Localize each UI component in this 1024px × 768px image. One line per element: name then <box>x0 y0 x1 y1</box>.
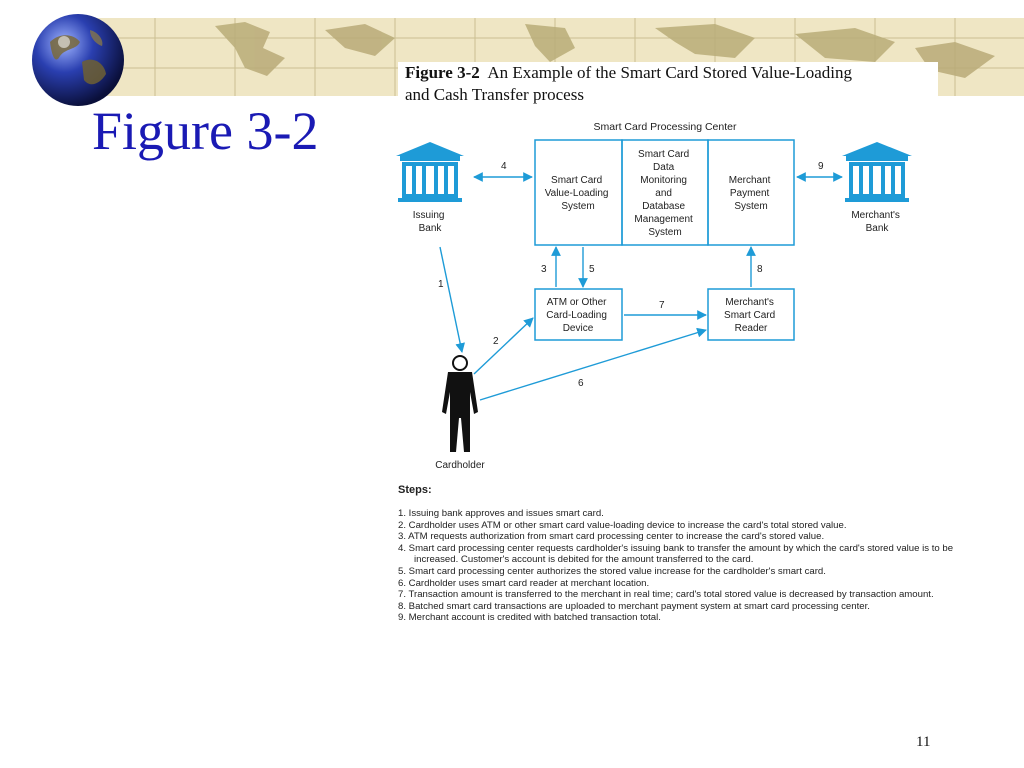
caption-line-2: and Cash Transfer process <box>405 85 584 104</box>
step-number-3: 3 <box>541 264 547 275</box>
merchant-payment-line-1: Merchant <box>729 175 771 186</box>
cardholder-icon <box>442 355 478 452</box>
merchant-reader-label: Merchant's Smart Card Reader <box>724 297 778 334</box>
issuing-bank-label: Issuing Bank <box>413 210 447 234</box>
reader-line-1: Merchant's <box>725 297 774 308</box>
merchants-bank-label: Merchant's Bank <box>851 210 902 234</box>
step-item: 5. Smart card processing center authoriz… <box>398 565 826 577</box>
value-loading-system-label: Smart Card Value-Loading System <box>545 175 612 212</box>
monitoring-line-7: System <box>648 227 681 238</box>
value-loading-line-1: Smart Card <box>551 175 602 186</box>
step-item: 3. ATM requests authorization from smart… <box>398 531 825 543</box>
steps-title: Steps: <box>398 484 432 496</box>
merchant-payment-line-3: System <box>734 201 767 212</box>
issuing-bank-line-2: Bank <box>419 223 443 234</box>
monitoring-line-2: Data <box>653 162 675 173</box>
monitoring-line-6: Management <box>634 214 693 225</box>
issuing-bank-icon <box>396 142 464 202</box>
merchant-payment-system-box <box>707 139 795 246</box>
atm-device-box <box>534 288 623 341</box>
step-number-8: 8 <box>757 264 763 275</box>
value-loading-line-3: System <box>561 201 594 212</box>
monitoring-system-label: Smart Card Data Monitoring and Database … <box>634 149 695 238</box>
step-number-6: 6 <box>578 378 584 389</box>
reader-line-3: Reader <box>735 323 768 334</box>
steps-list: Steps: 1. Issuing bank approves and issu… <box>398 484 958 624</box>
monitoring-line-5: Database <box>642 201 685 212</box>
figure-caption: Figure 3-2 An Example of the Smart Card … <box>398 62 938 116</box>
step-number-5: 5 <box>589 264 595 275</box>
step-item: 6. Cardholder uses smart card reader at … <box>398 577 650 589</box>
step-item: 9. Merchant account is credited with bat… <box>398 612 661 624</box>
reader-line-2: Smart Card <box>724 310 775 321</box>
atm-device-label: ATM or Other Card-Loading Device <box>546 297 609 334</box>
caption-line-1: Figure 3-2 An Example of the Smart Card … <box>398 62 938 84</box>
step-number-2: 2 <box>493 336 499 347</box>
globe-icon <box>30 12 126 108</box>
arrow-step-6 <box>479 327 707 401</box>
center-label: Smart Card Processing Center <box>594 121 737 133</box>
cardholder-label: Cardholder <box>435 460 485 471</box>
step-item: 1. Issuing bank approves and issues smar… <box>398 508 604 519</box>
caption-text: An Example of the Smart Card Stored Valu… <box>487 63 852 82</box>
step-number-1: 1 <box>438 279 444 290</box>
step-number-4: 4 <box>501 161 507 172</box>
step-item: 4. Smart card processing center requests… <box>398 542 954 566</box>
atm-line-1: ATM or Other <box>547 297 607 308</box>
atm-line-3: Device <box>563 323 594 334</box>
step-number-9: 9 <box>818 161 824 172</box>
arrow-step-1 <box>439 246 465 353</box>
step-item: 2. Cardholder uses ATM or other smart ca… <box>398 519 847 531</box>
caption-figure-label: Figure 3-2 <box>405 63 480 82</box>
atm-line-2: Card-Loading <box>546 310 607 321</box>
monitoring-line-1: Smart Card <box>638 149 689 160</box>
issuing-bank-line-1: Issuing <box>413 210 445 221</box>
merchants-bank-icon <box>842 142 912 202</box>
merchant-payment-line-2: Payment <box>730 188 770 199</box>
value-loading-line-2: Value-Loading <box>545 188 609 199</box>
page-number: 11 <box>916 734 931 750</box>
merchant-payment-system-label: Merchant Payment System <box>729 175 773 212</box>
merchants-bank-line-1: Merchant's <box>851 210 900 221</box>
monitoring-line-4: and <box>655 188 672 199</box>
monitoring-line-3: Monitoring <box>640 175 687 186</box>
merchant-reader-box <box>707 288 795 341</box>
slide-title: Figure 3-2 <box>92 101 319 161</box>
arrow-step-2 <box>473 317 534 375</box>
step-item: 7. Transaction amount is transferred to … <box>398 589 934 601</box>
merchants-bank-line-2: Bank <box>866 223 890 234</box>
smart-card-flow-diagram: Smart Card Processing Center Smart Card … <box>396 121 912 471</box>
step-item: 8. Batched smart card transactions are u… <box>398 600 870 612</box>
step-number-7: 7 <box>659 300 665 311</box>
